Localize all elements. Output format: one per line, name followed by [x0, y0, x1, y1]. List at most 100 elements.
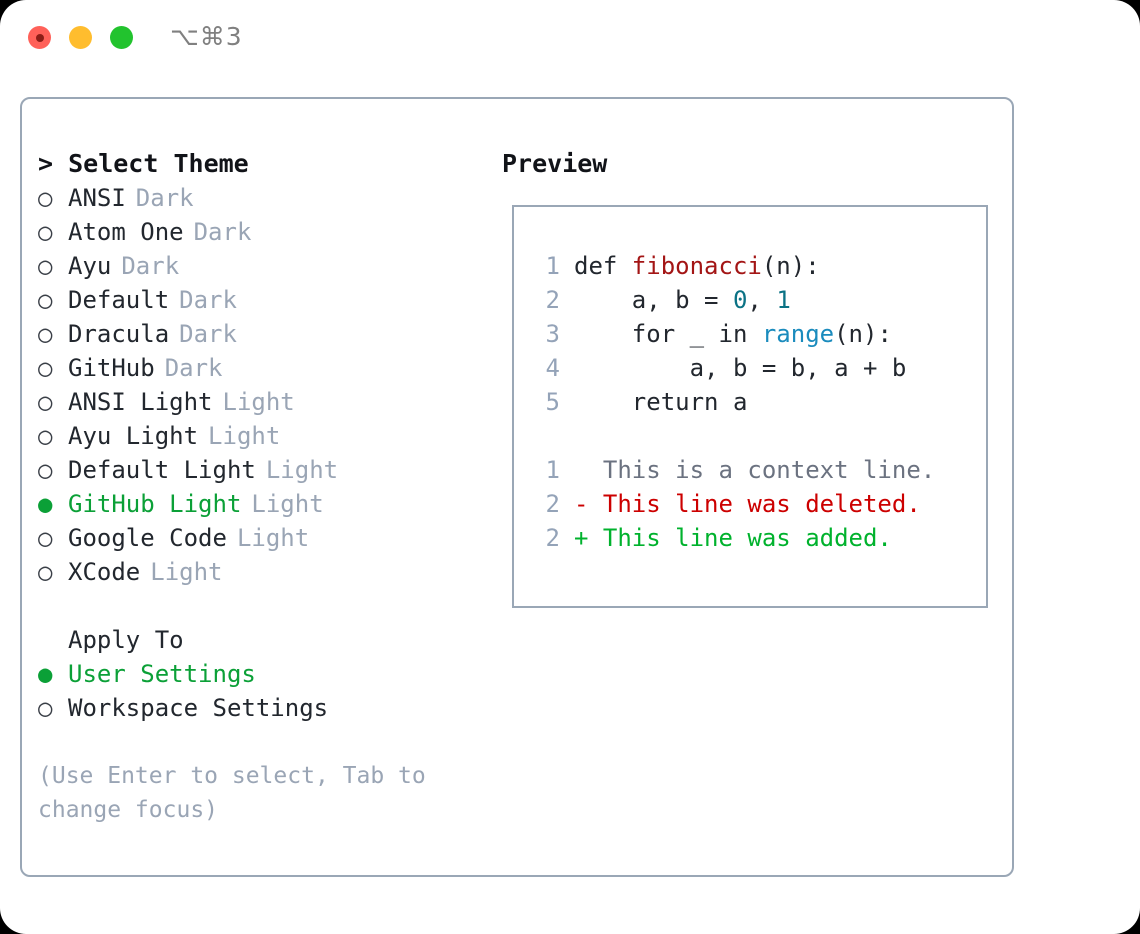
radio-unselected-icon[interactable]: ○ — [38, 456, 53, 484]
token-ctx: This is a context line. — [574, 456, 936, 484]
token-plain: , — [747, 286, 777, 314]
radio-unselected-icon[interactable]: ○ — [38, 218, 53, 246]
token-plain: a, b = b, a + b — [574, 354, 907, 382]
radio-unselected-icon[interactable]: ○ — [38, 184, 53, 212]
line-number: 4 — [545, 354, 560, 382]
theme-variant-tag: Light — [208, 422, 281, 450]
theme-list-item[interactable]: ○ Dracula Dark — [38, 317, 488, 351]
line-number: 3 — [545, 320, 560, 348]
token-plain: def — [574, 252, 632, 280]
radio-unselected-icon[interactable]: ○ — [38, 558, 53, 586]
line-number: 2 — [545, 490, 560, 518]
token-plain: (n): — [834, 320, 892, 348]
token-num: 0 — [732, 286, 748, 314]
theme-name-label: XCode — [68, 558, 141, 586]
theme-name-label: Ayu Light — [68, 422, 199, 450]
radio-unselected-icon[interactable]: ○ — [38, 422, 53, 450]
token-plain: return a — [574, 388, 748, 416]
theme-name-label: Default Light — [68, 456, 256, 484]
theme-variant-tag: Light — [251, 490, 324, 518]
code-line: 1 def fibonacci(n): — [526, 249, 935, 283]
theme-variant-tag: Dark — [193, 218, 252, 246]
theme-name-label: Atom One — [68, 218, 184, 246]
theme-variant-tag: Light — [236, 524, 310, 552]
apply-to-option[interactable]: ● User Settings — [38, 657, 488, 691]
theme-list-item[interactable]: ○ Default Dark — [38, 283, 488, 317]
select-theme-heading: > Select Theme — [38, 149, 249, 178]
apply-to-heading: Apply To — [38, 623, 488, 657]
theme-name-label: GitHub — [68, 354, 155, 382]
code-line: 3 for _ in range(n): — [526, 317, 935, 351]
minimize-window-button[interactable] — [69, 26, 92, 49]
theme-variant-tag: Light — [150, 558, 223, 586]
theme-list-item[interactable]: ○ Atom One Dark — [38, 215, 488, 249]
radio-unselected-icon[interactable]: ○ — [38, 354, 53, 382]
code-line: 2 a, b = 0, 1 — [526, 283, 935, 317]
theme-list-item[interactable]: ○ XCode Light — [38, 555, 488, 589]
theme-list-item[interactable]: ○ GitHub Dark — [38, 351, 488, 385]
radio-unselected-icon[interactable]: ○ — [38, 524, 53, 552]
theme-name-label: Ayu — [68, 252, 112, 280]
theme-name-label: Default — [68, 286, 170, 314]
theme-list-item[interactable]: ○ ANSI Dark — [38, 181, 488, 215]
theme-variant-tag: Dark — [179, 286, 237, 314]
diff-line: 1 This is a context line. — [526, 453, 936, 487]
theme-list-item[interactable]: ○ Default Light Light — [38, 453, 488, 487]
theme-variant-tag: Dark — [135, 184, 194, 212]
apply-to-bullet-spacer — [38, 623, 68, 657]
line-number: 1 — [545, 456, 560, 484]
theme-list-item[interactable]: ○ Google Code Light — [38, 521, 488, 555]
code-line: 5 return a — [526, 385, 935, 419]
apply-to-option[interactable]: ○ Workspace Settings — [38, 691, 488, 725]
line-number: 2 — [545, 286, 560, 314]
code-text: for _ in range(n): — [574, 317, 892, 351]
maximize-window-button[interactable] — [110, 26, 133, 49]
token-plain: (n): — [761, 252, 820, 280]
title-bar: ⌥⌘3 — [0, 0, 1140, 78]
apply-to-label: Apply To — [68, 626, 184, 654]
radio-unselected-icon[interactable]: ○ — [38, 694, 53, 722]
token-func: fibonacci — [631, 252, 762, 280]
radio-unselected-icon[interactable]: ○ — [38, 388, 53, 416]
apply-to-option-label: User Settings — [68, 660, 256, 688]
radio-unselected-icon[interactable]: ○ — [38, 252, 53, 280]
token-add: + This line was added. — [574, 524, 892, 552]
keyboard-hint-text: (Use Enter to select, Tab to change focu… — [38, 763, 426, 823]
theme-name-label: Dracula — [68, 320, 170, 348]
token-plain: a, b = — [574, 286, 733, 314]
radio-selected-icon[interactable]: ● — [38, 490, 53, 518]
token-num: 1 — [776, 286, 791, 314]
radio-unselected-icon[interactable]: ○ — [38, 320, 53, 348]
theme-variant-tag: Light — [265, 456, 339, 484]
code-text: - This line was deleted. — [574, 487, 921, 521]
radio-selected-icon[interactable]: ● — [38, 660, 53, 688]
code-diff-separator — [526, 419, 935, 453]
code-text: return a — [574, 385, 748, 419]
code-text: a, b = b, a + b — [574, 351, 907, 385]
traffic-light-buttons — [28, 26, 133, 49]
apply-to-option-label: Workspace Settings — [68, 694, 329, 722]
apply-to-options[interactable]: ● User Settings ○ Workspace Settings — [38, 657, 488, 725]
diff-line: 2 - This line was deleted. — [526, 487, 935, 521]
theme-variant-tag: Dark — [164, 354, 223, 382]
code-text: + This line was added. — [574, 521, 892, 555]
theme-name-label: ANSI — [68, 184, 126, 212]
close-window-button[interactable] — [28, 26, 51, 49]
theme-variant-tag: Dark — [179, 320, 237, 348]
theme-name-label: Google Code — [68, 524, 227, 552]
token-builtin: range — [761, 320, 835, 348]
line-number: 1 — [545, 252, 560, 280]
radio-unselected-icon[interactable]: ○ — [38, 286, 53, 314]
line-number: 5 — [545, 388, 560, 416]
theme-list-item[interactable]: ○ Ayu Light Light — [38, 419, 488, 453]
code-text: a, b = 0, 1 — [574, 283, 791, 317]
preview-heading: Preview — [502, 149, 608, 178]
